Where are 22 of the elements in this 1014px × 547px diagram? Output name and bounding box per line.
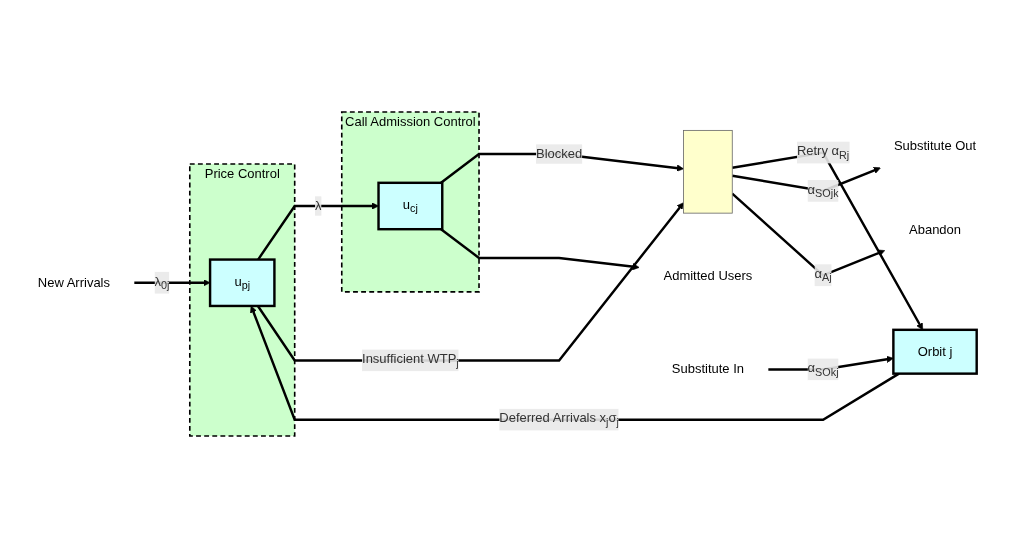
edge-label: Retry α$_{Rj}$ — [796, 143, 850, 161]
node-box: u$_{pj}$ — [208, 257, 276, 307]
edge-label: λ$_{0j}$ — [154, 273, 170, 291]
edge-label: Insufficient WTP$_{j}$ — [362, 351, 459, 369]
node-text: Substitute Out — [893, 138, 977, 152]
node-bar — [683, 129, 733, 214]
node-text: New Arrivals — [37, 274, 110, 289]
edge-label: α$_{SOjk}$ — [807, 181, 839, 199]
arrow — [256, 201, 684, 362]
node-box: Orbit j — [892, 328, 978, 375]
edge-label: Blocked — [536, 146, 583, 161]
edge-label: α$_{Aj}$ — [814, 266, 832, 284]
edge-label: λ — [314, 198, 322, 212]
node-box: u$_{cj}$ — [377, 181, 444, 230]
node-text: Substitute In — [671, 361, 744, 376]
arrow — [250, 305, 900, 421]
arrow — [440, 227, 640, 270]
edge-label: α$_{SOkj}$ — [807, 360, 839, 378]
arrow — [257, 201, 379, 260]
node-text: Admitted Users — [663, 267, 753, 282]
edge-label: Deferred Arrivals x$_{j}$σ$_{j}$ — [499, 410, 619, 428]
node-text: Abandon — [909, 222, 962, 237]
